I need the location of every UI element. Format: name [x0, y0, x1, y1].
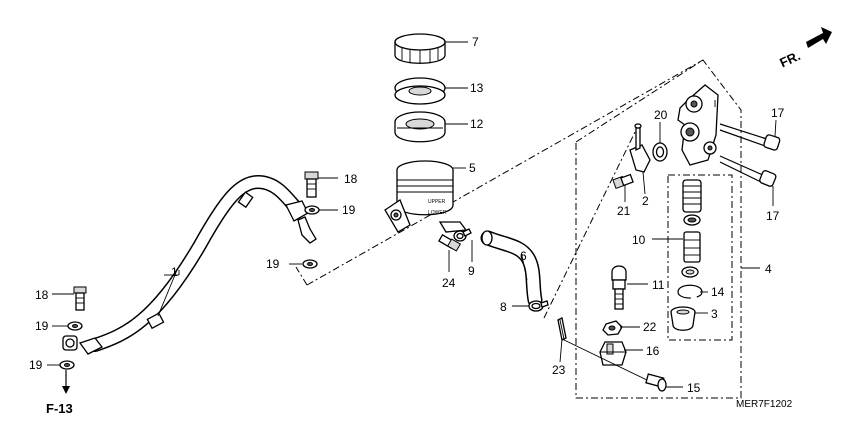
reservoir-body: UPPER LOWER — [384, 160, 468, 233]
label-15: 15 — [687, 381, 701, 395]
label-19-upper: 19 — [342, 203, 356, 217]
label-22: 22 — [643, 320, 657, 334]
label-12: 12 — [470, 117, 484, 131]
label-8: 8 — [500, 300, 507, 314]
assembly-frame — [295, 59, 742, 399]
hose-clip-upper — [453, 228, 472, 242]
push-rod — [611, 265, 627, 310]
label-9: 9 — [468, 264, 475, 278]
o-ring — [652, 142, 668, 162]
label-18-lower: 18 — [35, 288, 49, 302]
reference-f13: F-13 — [46, 401, 73, 416]
clevis — [599, 341, 627, 366]
label-17-lower: 17 — [766, 209, 780, 223]
leader-lines — [47, 41, 777, 388]
label-2: 2 — [642, 194, 649, 208]
reservoir-cap — [394, 33, 446, 64]
diaphragm-plate — [394, 77, 446, 105]
cotter-pin — [557, 317, 567, 341]
label-11: 11 — [652, 278, 665, 292]
front-label: FR. — [777, 48, 802, 70]
front-direction-marker: FR. — [777, 27, 832, 70]
mounting-bolts — [719, 123, 781, 187]
label-23: 23 — [552, 363, 566, 377]
diaphragm — [394, 111, 446, 143]
bolt-24 — [438, 234, 462, 252]
label-17-upper: 17 — [771, 106, 785, 120]
screw-21 — [612, 173, 634, 190]
piston-set — [681, 179, 702, 278]
upper-level-mark: UPPER — [428, 199, 446, 205]
hose-joint — [629, 123, 651, 173]
label-10: 10 — [632, 233, 646, 247]
circlip — [677, 284, 703, 299]
label-18-upper: 18 — [344, 172, 358, 186]
diagram-code: MER7F1202 — [736, 399, 793, 410]
master-cylinder-body — [677, 84, 719, 166]
clevis-pin — [645, 373, 667, 392]
brake-hose — [78, 174, 317, 355]
label-6: 6 — [520, 249, 527, 263]
label-19-left: 19 — [35, 319, 49, 333]
label-5: 5 — [469, 161, 476, 175]
hose-clip-lower — [528, 300, 549, 312]
label-16: 16 — [646, 344, 660, 358]
label-21: 21 — [617, 204, 631, 218]
label-13: 13 — [470, 81, 484, 95]
label-20: 20 — [654, 108, 668, 122]
label-7: 7 — [472, 35, 479, 49]
part-labels: 7 13 12 5 1 18 19 19 18 19 19 F-13 24 9 … — [29, 35, 793, 416]
lock-nut — [602, 320, 623, 336]
label-19-lower: 19 — [29, 358, 43, 372]
label-1: 1 — [171, 265, 178, 279]
lower-level-mark: LOWER — [428, 210, 447, 216]
hose-fittings — [59, 171, 320, 394]
label-19-middle: 19 — [266, 257, 280, 271]
reservoir-hose — [480, 230, 543, 308]
label-14: 14 — [711, 285, 725, 299]
dust-boot — [670, 306, 696, 331]
label-24: 24 — [442, 276, 456, 290]
label-3: 3 — [711, 307, 718, 321]
label-4: 4 — [765, 262, 772, 276]
